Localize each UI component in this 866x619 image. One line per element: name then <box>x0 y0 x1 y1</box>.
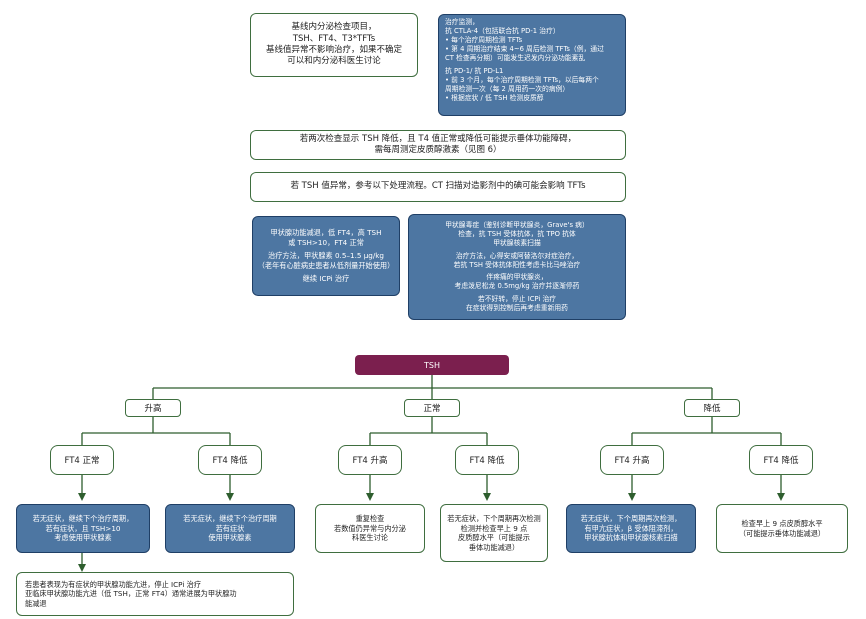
branch-normal: 正常 <box>404 399 460 417</box>
hypo-line-5: 继续 ICPi 治疗 <box>302 274 350 284</box>
twice-low-line-2: 需每周测定皮质醇激素（见图 6） <box>374 145 502 155</box>
abnormal-tsh-box: 若 TSH 值异常，参考以下处理流程。CT 扫描对造影剂中的碘可能会影响 TFT… <box>250 172 626 202</box>
monitor-line-4: • 第 4 周期治疗结束 4~6 周后检测 TFTs（例，通过 <box>445 44 604 53</box>
branch-high: 升高 <box>125 399 181 417</box>
sub-high-ft4-normal: FT4 正常 <box>50 445 114 475</box>
hyper-line-3: 甲状腺核素扫描 <box>493 238 541 247</box>
baseline-box: 基线内分泌检查项目， TSH、FT4、T3*TFTs 基线值异常不影响治疗，如果… <box>250 13 418 77</box>
leaf-low-ft4-high: 若无症状，下个周期再次检测， 有甲亢症状，β 受体阻滞剂， 甲状腺抗体和甲状腺核… <box>566 504 696 553</box>
leaf-l2-line-2: （可能提示垂体功能减退） <box>738 528 826 538</box>
leaf-n2-line-2: 检测并检查早上 9 点 <box>460 523 528 533</box>
branch-low: 降低 <box>684 399 740 417</box>
hypothyroid-box: 甲状腺功能减退，低 FT4，高 TSH 或 TSH>10，FT4 正常 治疗方法… <box>252 216 400 296</box>
hyper-line-8: 若不好转，停止 ICPi 治疗 <box>477 295 557 304</box>
twice-low-tsh-box: 若两次检查显示 TSH 降低，且 T4 值正常或降低可能提示垂体功能障碍， 需每… <box>250 130 626 160</box>
leaf-h1-line-3: 考虑使用甲状腺素 <box>54 533 112 543</box>
thyrotoxicosis-box: 甲状腺毒症（鉴别诊断甲状腺炎，Grave's 病） 检查，抗 TSH 受体抗体，… <box>408 214 626 320</box>
sub-low-ft4-low: FT4 降低 <box>749 445 813 475</box>
footnote-line-1: 若患者表现为有症状的甲状腺功能亢进，停止 ICPi 治疗 <box>25 579 202 589</box>
leaf-h2-line-3: 使用甲状腺素 <box>208 533 252 543</box>
leaf-high-ft4-normal: 若无症状，继续下个治疗周期， 若有症状，且 TSH>10 考虑使用甲状腺素 <box>16 504 150 553</box>
leaf-h1-line-2: 若有症状，且 TSH>10 <box>45 523 121 533</box>
monitor-line-8: 周期检测一次（每 2 周用药一次的病例） <box>445 84 570 93</box>
baseline-line-1: 基线内分泌检查项目， <box>291 22 377 33</box>
monitor-line-3: • 每个治疗周期检测 TFTs <box>445 35 523 44</box>
hyper-line-7: 考虑泼尼松龙 0.5mg/kg 治疗并逐渐停药 <box>454 282 580 291</box>
tsh-root: TSH <box>355 355 509 375</box>
baseline-line-2: TSH、FT4、T3*TFTs <box>292 33 376 44</box>
leaf-n1-line-3: 科医生讨论 <box>352 533 388 543</box>
monitor-line-9: • 根据症状 / 低 TSH 检测皮质醇 <box>445 93 544 102</box>
leaf-n1-line-2: 若数值仍异常与内分泌 <box>334 523 406 533</box>
sub-normal-ft4-low: FT4 降低 <box>455 445 519 475</box>
monitor-line-1: 治疗监测， <box>445 18 479 26</box>
hyper-line-4: 治疗方法，心得安或阿替洛尔对症治疗， <box>455 251 579 260</box>
leaf-l2-line-1: 检查早上 9 点皮质醇水平 <box>741 519 823 528</box>
leaf-n2-line-3: 皮质醇水平（可能提示 <box>458 533 530 542</box>
leaf-normal-ft4-low: 若无症状，下个周期再次检测 检测并检查早上 9 点 皮质醇水平（可能提示 垂体功… <box>440 504 548 562</box>
hyper-line-2: 检查，抗 TSH 受体抗体，抗 TPO 抗体 <box>458 229 576 238</box>
footnote-line-2: 亚临床甲状腺功能亢进（低 TSH，正常 FT4）通常进展为甲状腺功 <box>25 589 237 599</box>
leaf-h1-line-1: 若无症状，继续下个治疗周期， <box>32 514 134 524</box>
baseline-line-4: 可以和内分泌科医生讨论 <box>287 56 381 67</box>
footnote-line-3: 能减退 <box>25 598 47 608</box>
abnormal-tsh-text: 若 TSH 值异常，参考以下处理流程。CT 扫描对造影剂中的碘可能会影响 TFT… <box>290 181 586 192</box>
monitor-line-7: • 前 3 个月，每个治疗周期检测 TFTs，以后每两个 <box>445 75 599 84</box>
hyper-line-1: 甲状腺毒症（鉴别诊断甲状腺炎，Grave's 病） <box>445 220 589 229</box>
twice-low-line-1: 若两次检查显示 TSH 降低，且 T4 值正常或降低可能提示垂体功能障碍， <box>299 133 577 144</box>
leaf-l1-line-2: 有甲亢症状，β 受体阻滞剂， <box>584 523 678 533</box>
leaf-low-ft4-low: 检查早上 9 点皮质醇水平 （可能提示垂体功能减退） <box>716 504 848 553</box>
leaf-l1-line-1: 若无症状，下个周期再次检测， <box>580 514 682 524</box>
leaf-n2-line-4: 垂体功能减退） <box>468 542 520 552</box>
therapy-monitoring-box: 治疗监测， 抗 CTLA-4（包括联合抗 PD-1 治疗） • 每个治疗周期检测… <box>438 14 626 116</box>
baseline-line-3: 基线值异常不影响治疗，如果不确定 <box>265 45 402 55</box>
hyper-line-9: 在症状得到控制后再考虑重新用药 <box>466 304 568 313</box>
hypo-line-2: 或 TSH>10，FT4 正常 <box>288 237 364 247</box>
leaf-h2-line-2: 若有症状 <box>215 523 245 533</box>
leaf-normal-ft4-high: 重复检查 若数值仍异常与内分泌 科医生讨论 <box>315 504 425 553</box>
monitor-line-2: 抗 CTLA-4（包括联合抗 PD-1 治疗） <box>445 26 560 35</box>
hyper-line-5: 若抗 TSH 受体抗体阳性考虑卡比马唑治疗 <box>453 260 581 269</box>
leaf-high-ft4-low: 若无症状，继续下个治疗周期 若有症状 使用甲状腺素 <box>165 504 295 553</box>
leaf-n2-line-1: 若无症状，下个周期再次检测 <box>447 514 541 523</box>
footnote-box: 若患者表现为有症状的甲状腺功能亢进，停止 ICPi 治疗 亚临床甲状腺功能亢进（… <box>16 572 294 616</box>
leaf-n1-line-1: 重复检查 <box>355 514 385 524</box>
leaf-l1-line-3: 甲状腺抗体和甲状腺核素扫描 <box>584 533 678 543</box>
sub-low-ft4-high: FT4 升高 <box>600 445 664 475</box>
monitor-line-5: CT 检查再分期）可能发生迟发内分泌功能紊乱 <box>445 53 586 62</box>
hyper-line-6: 伴疼痛的甲状腺炎， <box>486 273 548 282</box>
hypo-line-3: 治疗方法，甲状腺素 0.5–1.5 μg/kg <box>268 251 384 261</box>
sub-high-ft4-low: FT4 降低 <box>198 445 262 475</box>
sub-normal-ft4-high: FT4 升高 <box>338 445 402 475</box>
hypo-line-1: 甲状腺功能减退，低 FT4，高 TSH <box>270 228 382 238</box>
monitor-line-6: 抗 PD-1/ 抗 PD-L1 <box>445 66 504 75</box>
leaf-h2-line-1: 若无症状，继续下个治疗周期 <box>183 514 277 524</box>
hypo-line-4: （老年有心脏病史患者从低剂量开始使用） <box>257 260 395 270</box>
